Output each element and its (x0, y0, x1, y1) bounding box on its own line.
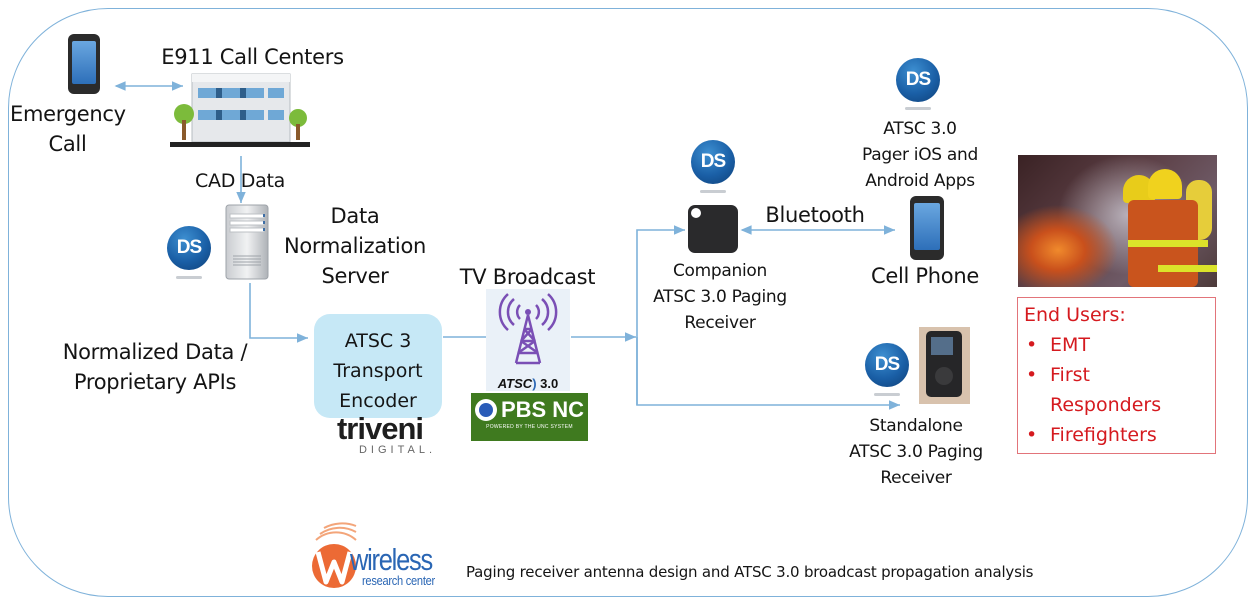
normalization-server-label: Data Normalization Server (283, 204, 427, 288)
emergency-phone-icon (68, 34, 100, 94)
end-users-title: End Users: (1024, 304, 1126, 326)
triveni-logo: triveni DIGITAL. (336, 411, 436, 456)
handheld-pager-icon (919, 327, 970, 404)
end-users-box: End Users: EMT First Responders Firefigh… (1017, 297, 1216, 454)
ds-logo-shadow (700, 190, 726, 193)
cell-phone-label: Cell Phone (871, 264, 979, 288)
standalone-receiver-label: Standalone ATSC 3.0 Paging Receiver (849, 416, 983, 488)
broadcast-tower-icon (498, 293, 558, 365)
ds-logo-shadow (176, 276, 202, 279)
cad-data-label: CAD Data (195, 170, 285, 192)
end-user-item: EMT (1024, 330, 1215, 360)
ds-logo-icon: DS (167, 226, 211, 270)
pbs-nc-logo: PBS NC POWERED BY THE UNC SYSTEM (471, 393, 588, 441)
pbs-head-icon (474, 399, 497, 421)
tower-panel: ATSC) 3.0 (486, 289, 570, 391)
transport-encoder-box: ATSC 3 Transport Encoder (314, 314, 442, 418)
ds-logo-icon: DS (896, 58, 940, 102)
pager-tag-icon (688, 205, 738, 253)
end-user-item: Firefighters (1024, 420, 1215, 450)
tv-broadcast-label: TV Broadcast (459, 265, 596, 289)
office-building-icon (170, 73, 310, 147)
bluetooth-label: Bluetooth (765, 203, 865, 227)
e911-label: E911 Call Centers (161, 45, 344, 69)
companion-receiver-label: Companion ATSC 3.0 Paging Receiver (653, 261, 787, 333)
wireless-w-icon (312, 522, 357, 588)
ds-logo-icon: DS (691, 140, 735, 184)
atsc-logo: ATSC) 3.0 (497, 376, 559, 391)
ds-logo-shadow (874, 393, 900, 396)
normalized-data-label: Normalized Data / Proprietary APIs (62, 340, 248, 394)
footer-caption: Paging receiver antenna design and ATSC … (466, 563, 1034, 581)
server-icon (225, 204, 269, 280)
ds-logo-shadow (905, 107, 931, 110)
emergency-call-label: Emergency Call (10, 102, 126, 156)
diagram-frame (8, 8, 1248, 597)
end-users-list: EMT First Responders Firefighters (1024, 330, 1215, 450)
firefighters-photo (1018, 155, 1217, 287)
apps-label: ATSC 3.0 Pager iOS and Android Apps (862, 119, 978, 191)
cell-phone-icon (910, 196, 944, 260)
wireless-research-center-logo: wireless research center (306, 522, 466, 588)
ds-logo-icon: DS (865, 343, 909, 387)
end-user-item: First Responders (1024, 360, 1215, 420)
